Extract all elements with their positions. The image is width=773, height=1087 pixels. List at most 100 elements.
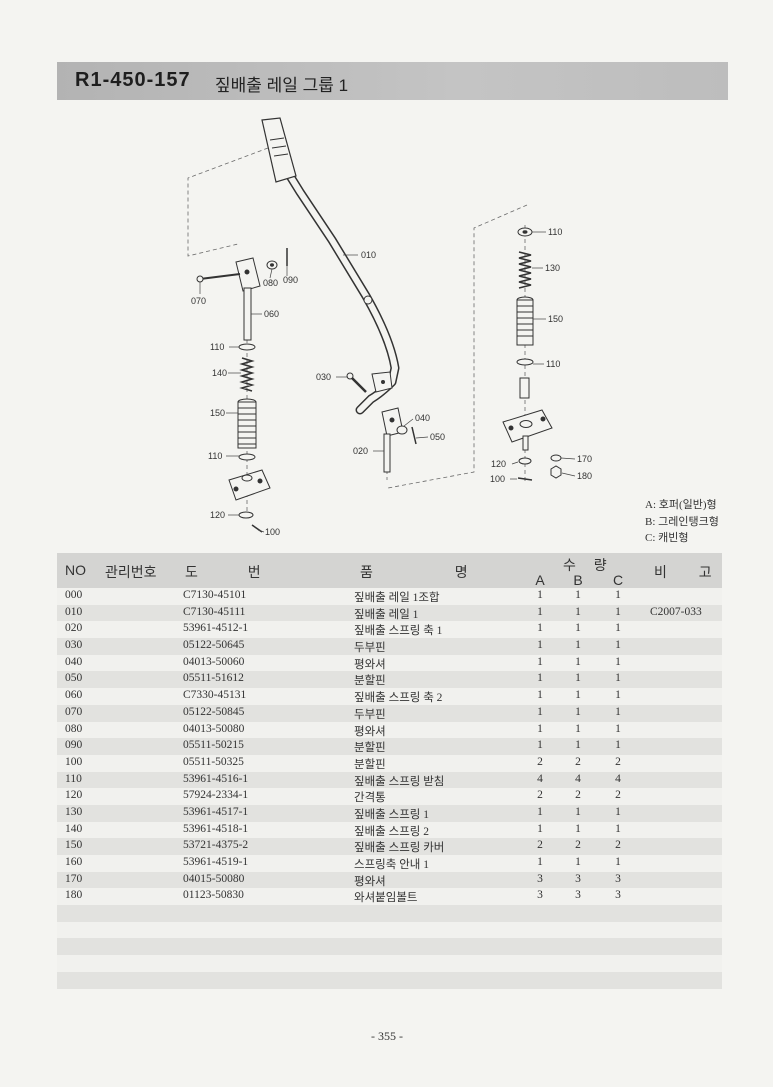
cell-b: 1: [575, 856, 581, 868]
header-quantity-a: A: [535, 572, 545, 588]
cell-no: 050: [65, 672, 83, 685]
cell-c: 1: [615, 805, 621, 818]
callout-label: 140: [212, 368, 227, 378]
cell-b: 3: [575, 872, 581, 885]
legend-item-c: C: 캐빈형: [645, 532, 689, 544]
parts-table-header: NO 관리번호 도 번 품 명 수 량 A B C 비 고: [57, 553, 722, 589]
cell-a: 2: [537, 755, 543, 768]
header-part-number: 도 번: [185, 564, 261, 580]
cell-name: 평와셔: [354, 875, 386, 888]
cell-part-no: C7130-45101: [183, 589, 247, 601]
right-spring-assembly: [502, 227, 562, 481]
callout-label: 020: [353, 446, 368, 456]
cell-c: 1: [615, 672, 621, 685]
callout-label: 050: [430, 432, 445, 442]
cell-name: 스프링축 안내 1: [354, 859, 429, 871]
cell-part-no: C7330-45131: [183, 689, 247, 702]
callout-labels: 010 080 090 070 060 110 140 150 110 120 …: [191, 227, 592, 537]
cell-name: 와셔붙임볼트: [354, 892, 418, 905]
cell-part-no: 57924-2334-1: [183, 789, 249, 802]
callout-label: 100: [265, 527, 280, 537]
title-bar: R1-450-157 짚배출 레일 그룹 1: [57, 62, 728, 100]
cell-a: 1: [537, 589, 543, 601]
cell-c: 1: [615, 605, 621, 618]
cell-no: 150: [65, 839, 83, 852]
cell-c: 3: [615, 889, 621, 902]
cell-part-no: 53961-4516-1: [183, 772, 249, 785]
cell-name: 간격통: [354, 792, 386, 805]
empty-row: [57, 971, 722, 989]
cell-c: 1: [615, 689, 621, 702]
cell-part-no: 53961-4519-1: [183, 856, 249, 868]
cell-part-no: 53961-4518-1: [183, 822, 249, 835]
cell-name: 짚배출 레일 1조합: [354, 592, 440, 604]
cell-a: 1: [537, 856, 543, 868]
empty-row: [57, 955, 722, 972]
assembly-guide-lines: [187, 147, 528, 520]
legend-item-b: B: 그레인탱크형: [645, 515, 719, 528]
cell-a: 2: [537, 789, 543, 802]
cell-b: 1: [575, 622, 581, 635]
cell-c: 1: [615, 822, 621, 835]
cell-no: 140: [65, 822, 83, 835]
cell-name: 짚배출 스프링 축 1: [354, 625, 443, 638]
legend-item-a: A: 호퍼(일반)형: [645, 499, 717, 511]
cell-no: 020: [65, 622, 83, 635]
cell-c: 4: [615, 772, 621, 785]
cell-part-no: 04013-50080: [183, 722, 245, 735]
callout-label: 110: [546, 359, 560, 369]
callout-label: 110: [210, 342, 224, 352]
cell-c: 2: [615, 839, 621, 852]
cell-a: 1: [537, 689, 543, 702]
cell-b: 1: [575, 655, 581, 668]
cell-a: 2: [537, 839, 543, 852]
cell-no: 090: [65, 739, 83, 752]
cell-name: 두부핀: [354, 642, 386, 655]
cell-name: 짚배출 스프링 카버: [354, 842, 445, 855]
cell-part-no: 53961-4517-1: [183, 805, 249, 818]
group-title: 짚배출 레일 그룹 1: [215, 76, 349, 95]
cell-c: 1: [615, 622, 621, 635]
callout-label: 180: [577, 471, 592, 481]
callout-label: 010: [361, 250, 376, 260]
cell-part-no: 04013-50060: [183, 655, 245, 668]
cell-c: 1: [615, 639, 621, 652]
cell-b: 1: [575, 605, 581, 618]
cell-c: 1: [615, 655, 621, 668]
header-quantity: 수 량: [563, 557, 607, 573]
cell-a: 1: [537, 672, 543, 685]
cell-b: 1: [575, 805, 581, 818]
cell-no: 040: [65, 655, 83, 668]
cell-name: 두부핀: [354, 708, 386, 721]
header-quantity-c: C: [612, 572, 624, 588]
empty-row: [57, 921, 722, 939]
cell-part-no: 05122-50845: [183, 705, 245, 718]
cell-a: 4: [537, 772, 543, 785]
group-code: R1-450-157: [75, 69, 191, 91]
cell-b: 1: [575, 739, 581, 752]
middle-spring-shaft-parts: [346, 372, 417, 473]
cell-a: 1: [537, 805, 543, 818]
callout-label: 100: [490, 474, 505, 484]
cell-b: 1: [575, 722, 581, 735]
callout-label: 040: [415, 413, 430, 423]
cell-c: 1: [615, 739, 621, 752]
rail-part: [261, 117, 400, 415]
cell-name: 평와셔: [354, 658, 386, 671]
cell-c: 2: [615, 755, 621, 768]
cell-b: 2: [575, 755, 581, 768]
empty-row: [57, 938, 722, 956]
header-no: NO: [65, 562, 86, 578]
